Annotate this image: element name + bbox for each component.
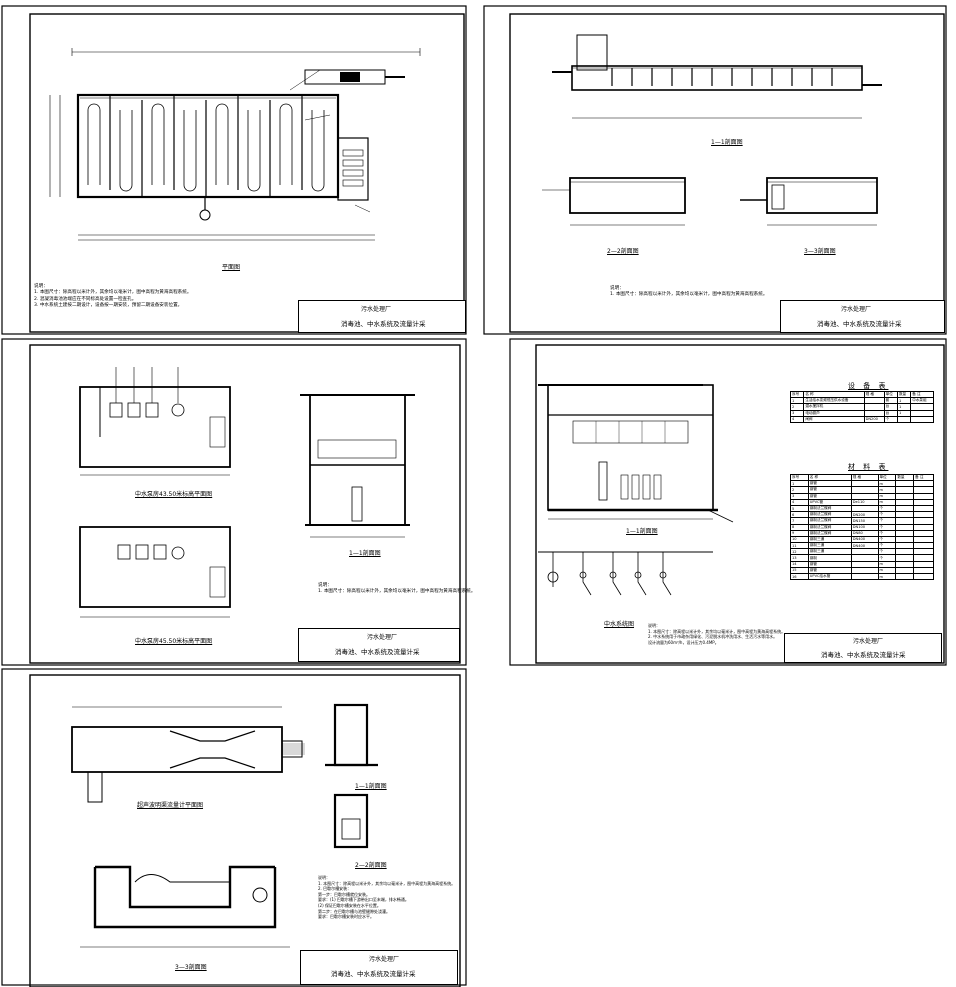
plan-2-title: 中水泵房45.50米标高平面图 (135, 638, 213, 645)
plan-title: 超声波明渠流量计平面图 (137, 802, 204, 809)
note-line: 1. 本图尺寸：除高程以米计外，其余均以毫米计，图中高程为黄海高程系统。 (34, 290, 192, 296)
notes-block: 说明： 1. 本图尺寸：除高程以米计外，其余均以毫米计，图中高程为黄海高程系统。… (648, 623, 785, 645)
note-line: 2. 巴歇尔槽安装： (318, 886, 352, 892)
project-name: 污水处理厂 (369, 956, 400, 963)
note-line: 第二步：在巴歇尔槽与池壁缝隙处浇灌。 (318, 908, 390, 914)
section-title: 1—1剖面图 (626, 528, 658, 535)
project-name: 污水处理厂 (367, 634, 398, 641)
note-line: 1. 本图尺寸：除高程以米计外，其余均以毫米计，图中高程为黄海高程系统。 (318, 880, 456, 886)
equipment-table-title: 设 备 表 (848, 382, 889, 390)
notes-title: 说明： (318, 583, 332, 588)
cell (913, 572, 934, 581)
title-block: 污水处理厂 消毒池、中水系统及流量计采 (298, 628, 460, 662)
notes-title: 说明： (34, 284, 48, 289)
notes-title: 说明： (648, 623, 660, 628)
notes-title: 说明： (318, 875, 330, 880)
cell (896, 415, 912, 423)
sheet-1-plan: 平面图 说明： 1. 本图尺寸：除高程以米计外，其余均以毫米计，图中高程为黄海高… (0, 0, 470, 337)
notes-block: 说明： 1. 本图尺寸：除高程以米计外，其余均以毫米计，图中高程为黄海高程系统。 (318, 583, 475, 596)
cell: 16 (790, 572, 809, 581)
drawing-title: 消毒池、中水系统及流量计采 (335, 648, 420, 656)
section-3-title: 3—3剖面图 (175, 964, 207, 971)
project-name: 污水处理厂 (841, 306, 872, 313)
sheet-1-drawing (1, 5, 467, 335)
drawing-title: 消毒池、中水系统及流量计采 (817, 320, 902, 328)
cell (895, 572, 915, 581)
notes-block: 说明： 1. 本图尺寸：除高程以米计外，其余均以毫米计，图中高程为黄海高程系统。… (318, 875, 455, 920)
plan-1-title: 中水泵房43.50米标高平面图 (135, 491, 213, 498)
note-line: (2) 保证巴歇尔槽安装在水平位置。 (318, 902, 381, 908)
sheet-3-drawing (1, 338, 467, 666)
project-name: 污水处理厂 (853, 638, 884, 645)
note-line: 1. 本图尺寸：除高程以米计外，其余均以毫米计，图中高程为黄海高程系统。 (318, 589, 476, 595)
sheet-2-drawing (483, 5, 947, 335)
note-line: 要求：巴歇尔槽安装时应水平。 (318, 914, 374, 920)
note-line: 第一步：巴歇尔槽就位安装。 (318, 891, 370, 897)
material-table-title: 材 料 表 (848, 463, 889, 471)
note-line: 设计流量为60m³/h，设计压力0.4MP。 (648, 639, 719, 645)
plan-title: 平面图 (222, 264, 241, 271)
sheet-5-flowmeter: 超声波明渠流量计平面图 1—1剖面图 2—2剖面图 3—3剖面图 说明： 1. … (0, 667, 470, 987)
sheet-5-drawing (1, 668, 467, 987)
title-block: 污水处理厂 消毒池、中水系统及流量计采 (784, 633, 942, 663)
section-1-title: 1—1剖面图 (711, 139, 743, 146)
cell: 4 (789, 415, 805, 423)
cell (910, 415, 934, 423)
section-3-title: 3—3剖面图 (804, 248, 836, 255)
section-2-title: 2—2剖面图 (607, 248, 639, 255)
project-name: 污水处理厂 (361, 306, 392, 313)
note-line: 1. 本图尺寸：除高程以米计外，其余均以毫米计，图中高程为黄海高程系统。 (610, 292, 768, 298)
cell: DN200 (863, 415, 885, 423)
title-block: 污水处理厂 消毒池、中水系统及流量计采 (298, 300, 466, 333)
section-1-title: 1—1剖面图 (355, 783, 387, 790)
sheet-3-pump-room: 中水泵房43.50米标高平面图 中水泵房45.50米标高平面图 1—1剖面图 说… (0, 337, 475, 667)
note-line: 2. 中水系统用于市政杂用绿化、污泥脱水机冲洗用水、生活污水等用水。 (648, 634, 778, 639)
title-block: 污水处理厂 消毒池、中水系统及流量计采 (300, 950, 458, 985)
drawing-title: 消毒池、中水系统及流量计采 (331, 970, 416, 978)
cell: 闸阀 (803, 415, 865, 423)
cell: m (877, 572, 897, 581)
drawing-title: 消毒池、中水系统及流量计采 (821, 651, 906, 659)
note-line: 1. 本图尺寸：除高程以米计外，其余均以毫米计，图中高程为黄海高程系统。 (648, 628, 786, 634)
section-title: 1—1剖面图 (349, 550, 381, 557)
cell (850, 572, 879, 581)
section-2-title: 2—2剖面图 (355, 862, 387, 869)
notes-block: 说明： 1. 本图尺寸：除高程以米计外，其余均以毫米计，图中高程为黄海高程系统。 (610, 286, 767, 299)
note-line: 要求：(1) 巴歇尔槽下游带出口至末端，排水畅通。 (318, 897, 409, 903)
sheet-4-reclaimed-water-system: 设 备 表 序号 名 称 规 格 单位 数量 备 注 1 生活给水变频恒压供水设… (508, 337, 956, 667)
notes-title: 说明： (610, 286, 624, 291)
cell: UPVC给水管 (807, 572, 852, 581)
title-block: 污水处理厂 消毒池、中水系统及流量计采 (780, 300, 945, 333)
note-line: 3. 中水系统土建按二期设计，设备按一期安装，预留二期设备安装位置。 (34, 303, 183, 309)
note-line: 2. 混凝消毒池池端应在不同标高处设置一检查孔。 (34, 296, 137, 302)
system-diagram-title: 中水系统图 (604, 621, 635, 628)
cell: 个 (883, 415, 898, 423)
table-row: 4 闸阀 DN200 个 (789, 415, 934, 423)
sheet-4-drawing (509, 338, 947, 666)
drawing-title: 消毒池、中水系统及流量计采 (341, 320, 426, 328)
table-header-row: 序号 名 称 规 格 单位 数量 备 注 (789, 390, 934, 399)
sheet-2-sections: 1—1剖面图 2—2剖面图 3—3剖面图 说明： 1. 本图尺寸：除高程以米计外… (482, 0, 956, 337)
notes-block: 说明： 1. 本图尺寸：除高程以米计外，其余均以毫米计，图中高程为黄海高程系统。… (34, 284, 191, 310)
equipment-table: 序号 名 称 规 格 单位 数量 备 注 1 生活给水变频恒压供水设备 套 1 … (789, 390, 934, 423)
